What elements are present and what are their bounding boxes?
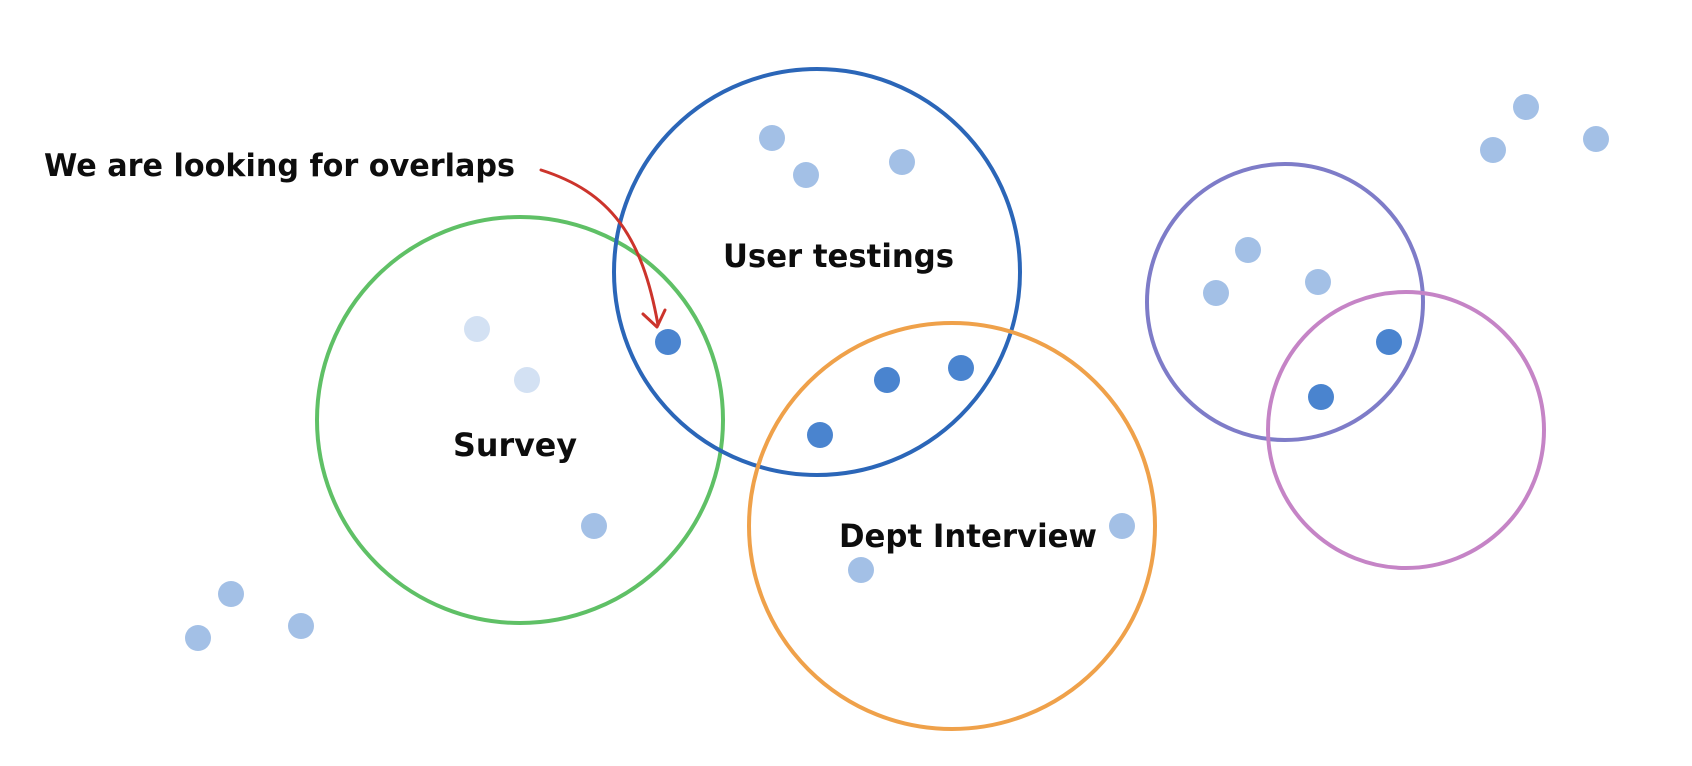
overlap-point bbox=[874, 367, 900, 393]
overlap-point bbox=[1376, 329, 1402, 355]
survey-label: Survey bbox=[453, 426, 577, 464]
data-point bbox=[1203, 280, 1229, 306]
user-testings-circle bbox=[612, 67, 1022, 477]
data-point bbox=[793, 162, 819, 188]
annotation-text: We are looking for overlaps bbox=[44, 148, 515, 184]
arrow-head-icon bbox=[641, 308, 667, 329]
dept-interview-label: Dept Interview bbox=[839, 517, 1097, 555]
data-point bbox=[464, 316, 490, 342]
overlap-point bbox=[807, 422, 833, 448]
user-testings-label: User testings bbox=[723, 237, 954, 275]
data-point bbox=[1513, 94, 1539, 120]
data-point bbox=[848, 557, 874, 583]
data-point bbox=[581, 513, 607, 539]
data-point bbox=[889, 149, 915, 175]
data-point bbox=[514, 367, 540, 393]
overlap-point bbox=[948, 355, 974, 381]
data-point bbox=[218, 581, 244, 607]
data-point bbox=[1305, 269, 1331, 295]
data-point bbox=[1583, 126, 1609, 152]
purple-group-circle bbox=[1145, 162, 1425, 442]
data-point bbox=[1480, 137, 1506, 163]
overlap-point bbox=[1308, 384, 1334, 410]
overlap-point bbox=[655, 329, 681, 355]
data-point bbox=[759, 125, 785, 151]
data-point bbox=[185, 625, 211, 651]
annotation-arrow bbox=[539, 168, 660, 327]
survey-circle bbox=[315, 215, 725, 625]
pink-group-circle bbox=[1266, 290, 1546, 570]
data-point bbox=[288, 613, 314, 639]
data-point bbox=[1235, 237, 1261, 263]
dept-interview-circle bbox=[747, 321, 1157, 731]
data-point bbox=[1109, 513, 1135, 539]
